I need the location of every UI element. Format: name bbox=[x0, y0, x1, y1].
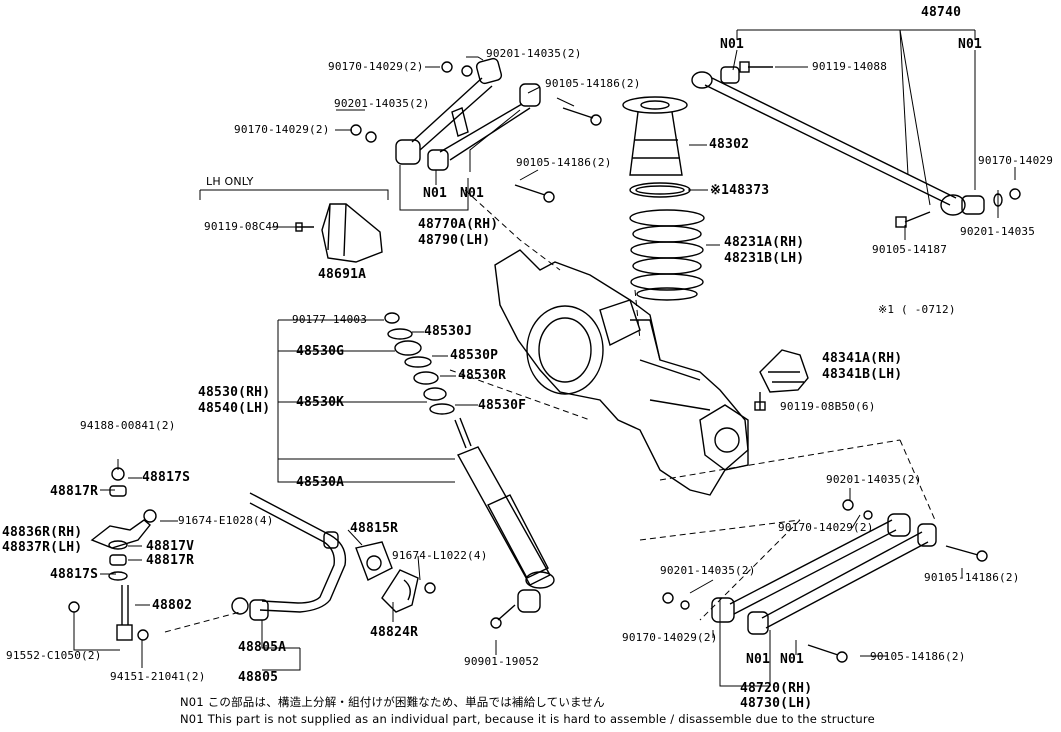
dashed-lines bbox=[164, 189, 936, 633]
label-94151-21041: 94151-21041(2) bbox=[110, 670, 206, 683]
upper-control-arm bbox=[350, 57, 602, 203]
label-n01: N01 bbox=[780, 652, 805, 667]
label-91552-c1050: 91552-C1050(2) bbox=[6, 649, 102, 662]
label-48824r: 48824R bbox=[370, 625, 419, 640]
label-90901-19052: 90901-19052 bbox=[464, 655, 540, 668]
bracket-48341 bbox=[754, 349, 809, 411]
label-48740: 48740 bbox=[921, 5, 962, 20]
label-90105-14186: 90105-14186(2) bbox=[545, 77, 641, 90]
label-48530-rh: 48530(RH) bbox=[198, 385, 271, 400]
label-48805: 48805 bbox=[238, 670, 279, 685]
label-90170-14029: 90170-14029 bbox=[978, 154, 1054, 167]
label-48817r: 48817R bbox=[50, 484, 99, 499]
footnote-jp: N01 この部品は、構造上分解・組付けが困難なため、単品では補給していません bbox=[180, 695, 605, 709]
label-90201-14035: 90201-14035 bbox=[960, 225, 1036, 238]
label-48836r: 48836R(RH) bbox=[2, 525, 83, 540]
stabilizer-bar bbox=[68, 467, 436, 641]
label-n01: N01 bbox=[460, 186, 485, 201]
label-91674-e1028: 91674-E1028(4) bbox=[178, 514, 274, 527]
bump-stopper-48302 bbox=[622, 96, 688, 176]
label-48530f: 48530F bbox=[478, 398, 527, 413]
label-90119-08b50: 90119-08B50(6) bbox=[780, 400, 876, 413]
label-48540-lh: 48540(LH) bbox=[198, 401, 271, 416]
label-48341b: 48341B(LH) bbox=[822, 367, 903, 382]
label-48530r: 48530R bbox=[458, 368, 507, 383]
label-48790: 48790(LH) bbox=[418, 233, 491, 248]
label-48341a: 48341A(RH) bbox=[822, 351, 903, 366]
axle-housing bbox=[494, 249, 749, 496]
label-48817r: 48817R bbox=[146, 553, 195, 568]
label-48530g: 48530G bbox=[296, 344, 345, 359]
label-48691a: 48691A bbox=[318, 267, 367, 282]
label-48530k: 48530K bbox=[296, 395, 345, 410]
label-48530a: 48530A bbox=[296, 475, 345, 490]
label-48802: 48802 bbox=[152, 598, 193, 613]
coil-spring-48231 bbox=[629, 209, 705, 301]
label-48730: 48730(LH) bbox=[740, 696, 813, 711]
label-n01: N01 bbox=[423, 186, 448, 201]
label-90177-14003: 90177-14003 bbox=[292, 313, 368, 326]
leader-lines bbox=[73, 29, 1016, 687]
label-90201-14035: 90201-14035(2) bbox=[486, 47, 582, 60]
label-90105-14187: 90105-14187 bbox=[872, 243, 948, 256]
lateral-rod-48740 bbox=[691, 61, 1021, 228]
label-48231a: 48231A(RH) bbox=[724, 235, 805, 250]
label-48530j: 48530J bbox=[424, 324, 473, 339]
label-90170-14029: 90170-14029(2) bbox=[234, 123, 330, 136]
label-48817s: 48817S bbox=[50, 567, 99, 582]
label-90170-14029: 90170-14029(2) bbox=[622, 631, 718, 644]
label-90105-14186: 90105-14186(2) bbox=[870, 650, 966, 663]
label-48302: 48302 bbox=[709, 137, 750, 152]
label-90119-14088: 90119-14088 bbox=[812, 60, 888, 73]
label-48231b: 48231B(LH) bbox=[724, 251, 805, 266]
label-90201-14035: 90201-14035(2) bbox=[826, 473, 922, 486]
label-48817v: 48817V bbox=[146, 539, 195, 554]
label-148373: ※148373 bbox=[710, 183, 770, 198]
label-90170-14029: 90170-14029(2) bbox=[778, 521, 874, 534]
footnote-en: N01 This part is not supplied as an indi… bbox=[180, 712, 875, 726]
label-90170-14029: 90170-14029(2) bbox=[328, 60, 424, 73]
label-90105-14186: 90105-14186(2) bbox=[516, 156, 612, 169]
insulator-148373 bbox=[629, 182, 691, 198]
shock-absorber bbox=[384, 312, 555, 629]
label-lh-only: LH ONLY bbox=[206, 175, 254, 188]
label-90119-08c49: 90119-08C49 bbox=[204, 220, 280, 233]
label-note-1: ※1 ( -0712) bbox=[878, 303, 956, 316]
bracket-48691a bbox=[295, 203, 383, 263]
label-n01: N01 bbox=[958, 37, 983, 52]
label-n01: N01 bbox=[720, 37, 745, 52]
label-94188-00841: 94188-00841(2) bbox=[80, 419, 176, 432]
label-48805a: 48805A bbox=[238, 640, 287, 655]
label-48817s: 48817S bbox=[142, 470, 191, 485]
label-90201-14035: 90201-14035(2) bbox=[660, 564, 756, 577]
label-91674-l1022: 91674-L1022(4) bbox=[392, 549, 488, 562]
label-90105-14186: 90105-14186(2) bbox=[924, 571, 1020, 584]
label-48815r: 48815R bbox=[350, 521, 399, 536]
label-48720: 48720(RH) bbox=[740, 681, 813, 696]
label-48837r: 48837R(LH) bbox=[2, 540, 83, 555]
label-n01: N01 bbox=[746, 652, 771, 667]
lower-control-arm bbox=[662, 499, 988, 663]
label-90201-14035: 90201-14035(2) bbox=[334, 97, 430, 110]
label-48530p: 48530P bbox=[450, 348, 499, 363]
label-48770a: 48770A(RH) bbox=[418, 217, 499, 232]
